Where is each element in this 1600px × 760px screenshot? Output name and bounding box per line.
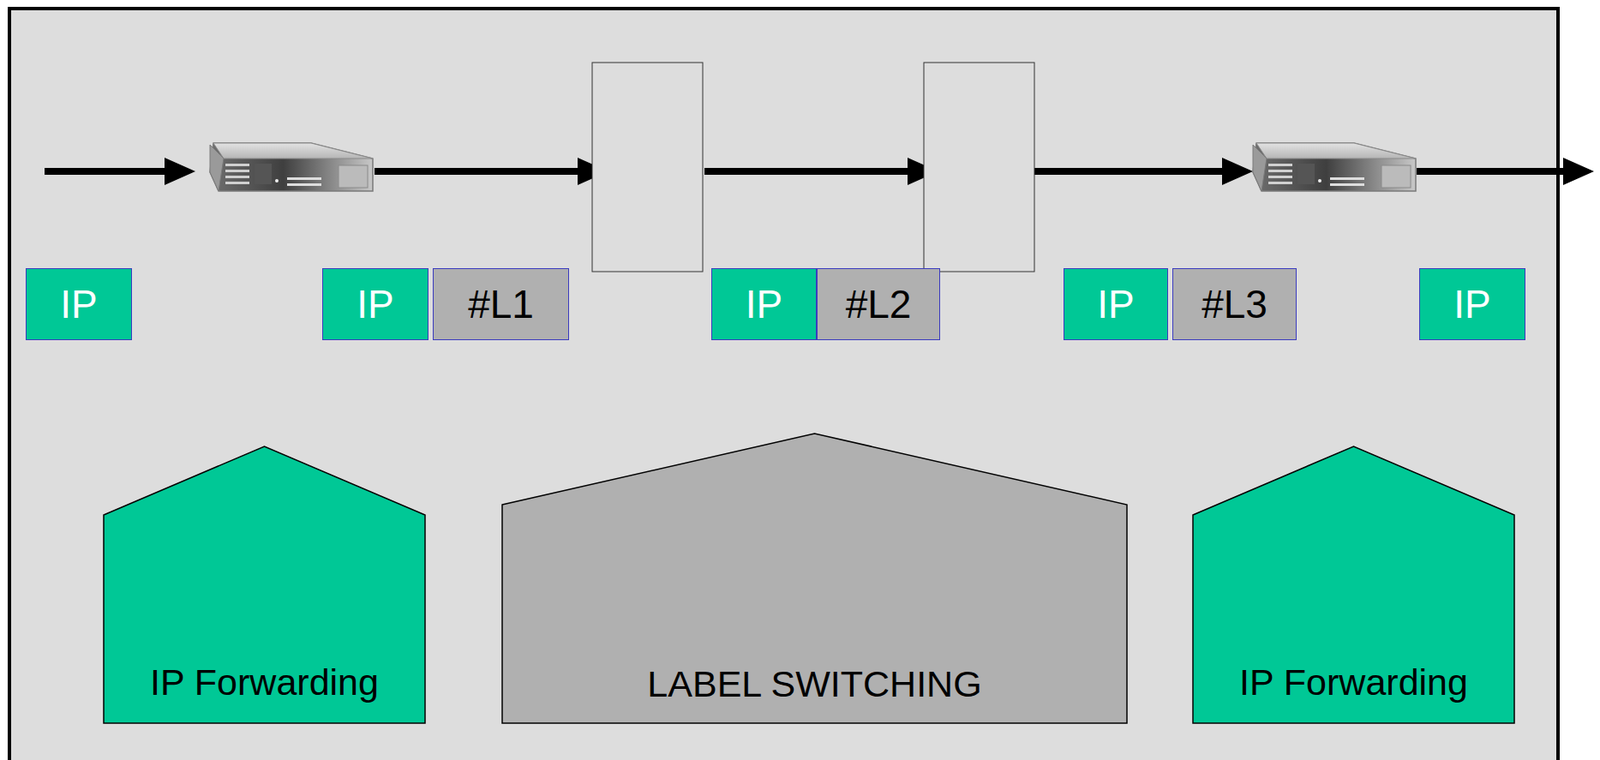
packet-label: #L2	[845, 281, 912, 328]
packet-label: #L1	[467, 281, 534, 328]
packet-label: IP	[745, 281, 783, 328]
label-tag: #L3	[1172, 268, 1297, 341]
packet-label: IP	[1453, 281, 1491, 328]
packet-label: IP	[356, 281, 394, 328]
router-icon	[209, 143, 373, 192]
label-tag: #L2	[816, 268, 941, 341]
packet-label: IP	[59, 281, 97, 328]
frame	[9, 8, 1559, 760]
switch-box	[592, 62, 703, 272]
ip-packet: IP	[1419, 268, 1526, 341]
ip-packet: IP	[322, 268, 429, 341]
stage-house: IP Forwarding	[1192, 445, 1516, 725]
router-icon	[1252, 143, 1416, 192]
label-tag: #L1	[432, 268, 570, 341]
ip-packet: IP	[711, 268, 817, 341]
packet-label: IP	[1096, 281, 1134, 328]
ip-packet: IP	[1063, 268, 1169, 341]
stage-label: IP Forwarding	[149, 661, 379, 704]
switch-box	[923, 62, 1035, 272]
packet-label: #L3	[1201, 281, 1268, 328]
stage-label: IP Forwarding	[1239, 661, 1469, 704]
stage-house: LABEL SWITCHING	[501, 432, 1128, 725]
stage-label: LABEL SWITCHING	[647, 663, 982, 706]
stage-house: IP Forwarding	[102, 445, 426, 725]
ip-packet: IP	[25, 268, 132, 341]
